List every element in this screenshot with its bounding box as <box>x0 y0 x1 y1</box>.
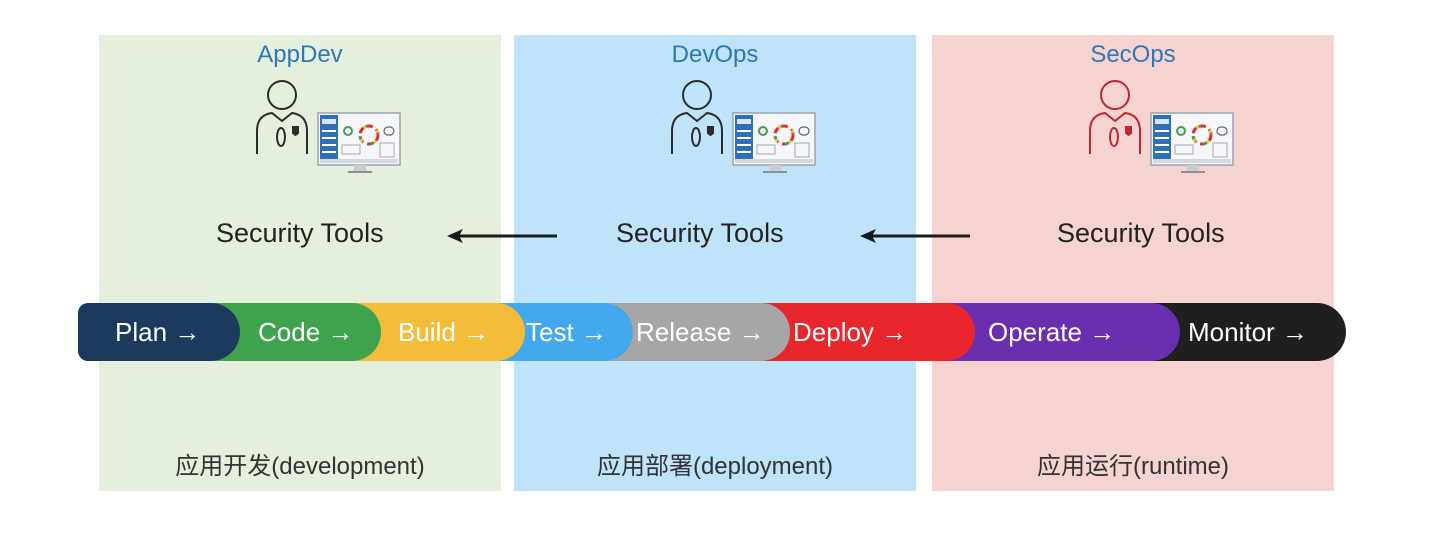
arrow-left-icon-secops-to-devops <box>860 229 970 243</box>
stage-label: Release → <box>636 317 765 347</box>
stage-label: Monitor → <box>1188 317 1308 347</box>
stage-label: Operate → <box>988 317 1116 347</box>
phase-label-runtime: 应用运行(runtime) <box>1036 453 1229 480</box>
role-title-appdev: AppDev <box>257 41 343 68</box>
panel-devops: DevOps Security Tools 应 <box>514 35 916 491</box>
dashboard-monitor-icon <box>1150 112 1234 173</box>
arrow-left-icon-devops-to-appdev <box>447 229 557 243</box>
role-title-devops: DevOps <box>671 41 759 68</box>
security-tools-label-appdev: Security Tools <box>216 218 384 248</box>
stage-label: Deploy → <box>793 317 908 347</box>
person-icon <box>256 80 308 154</box>
panel-appdev: AppDev Security Tools 应 <box>99 35 501 491</box>
dashboard-monitor-icon <box>317 112 401 173</box>
stage-label: Plan → <box>115 317 201 347</box>
developer-with-monitor-icon <box>256 80 401 173</box>
devops-pipeline: Monitor → Operate → Deploy → Release → T… <box>78 303 1348 361</box>
phase-label-development: 应用开发(development) <box>175 453 425 480</box>
security-tools-label-secops: Security Tools <box>1057 218 1225 248</box>
stage-label: Code → <box>258 317 354 347</box>
stage-label: Build → <box>398 317 490 347</box>
person-icon <box>1089 80 1141 154</box>
role-title-secops: SecOps <box>1090 41 1176 68</box>
dashboard-monitor-icon <box>732 112 816 173</box>
developer-with-monitor-icon <box>671 80 816 173</box>
phase-label-deployment: 应用部署(deployment) <box>596 453 834 480</box>
pipeline-stage-release: Release → <box>598 303 790 361</box>
security-operator-with-monitor-icon <box>1089 80 1234 173</box>
stage-label: Test → <box>526 317 607 347</box>
panel-secops: SecOps Security Tools 应 <box>932 35 1334 491</box>
security-tools-label-devops: Security Tools <box>616 218 784 248</box>
pipeline-stage-plan: Plan → <box>78 303 240 361</box>
pipeline-stage-build: Build → <box>348 303 525 361</box>
person-icon <box>671 80 723 154</box>
